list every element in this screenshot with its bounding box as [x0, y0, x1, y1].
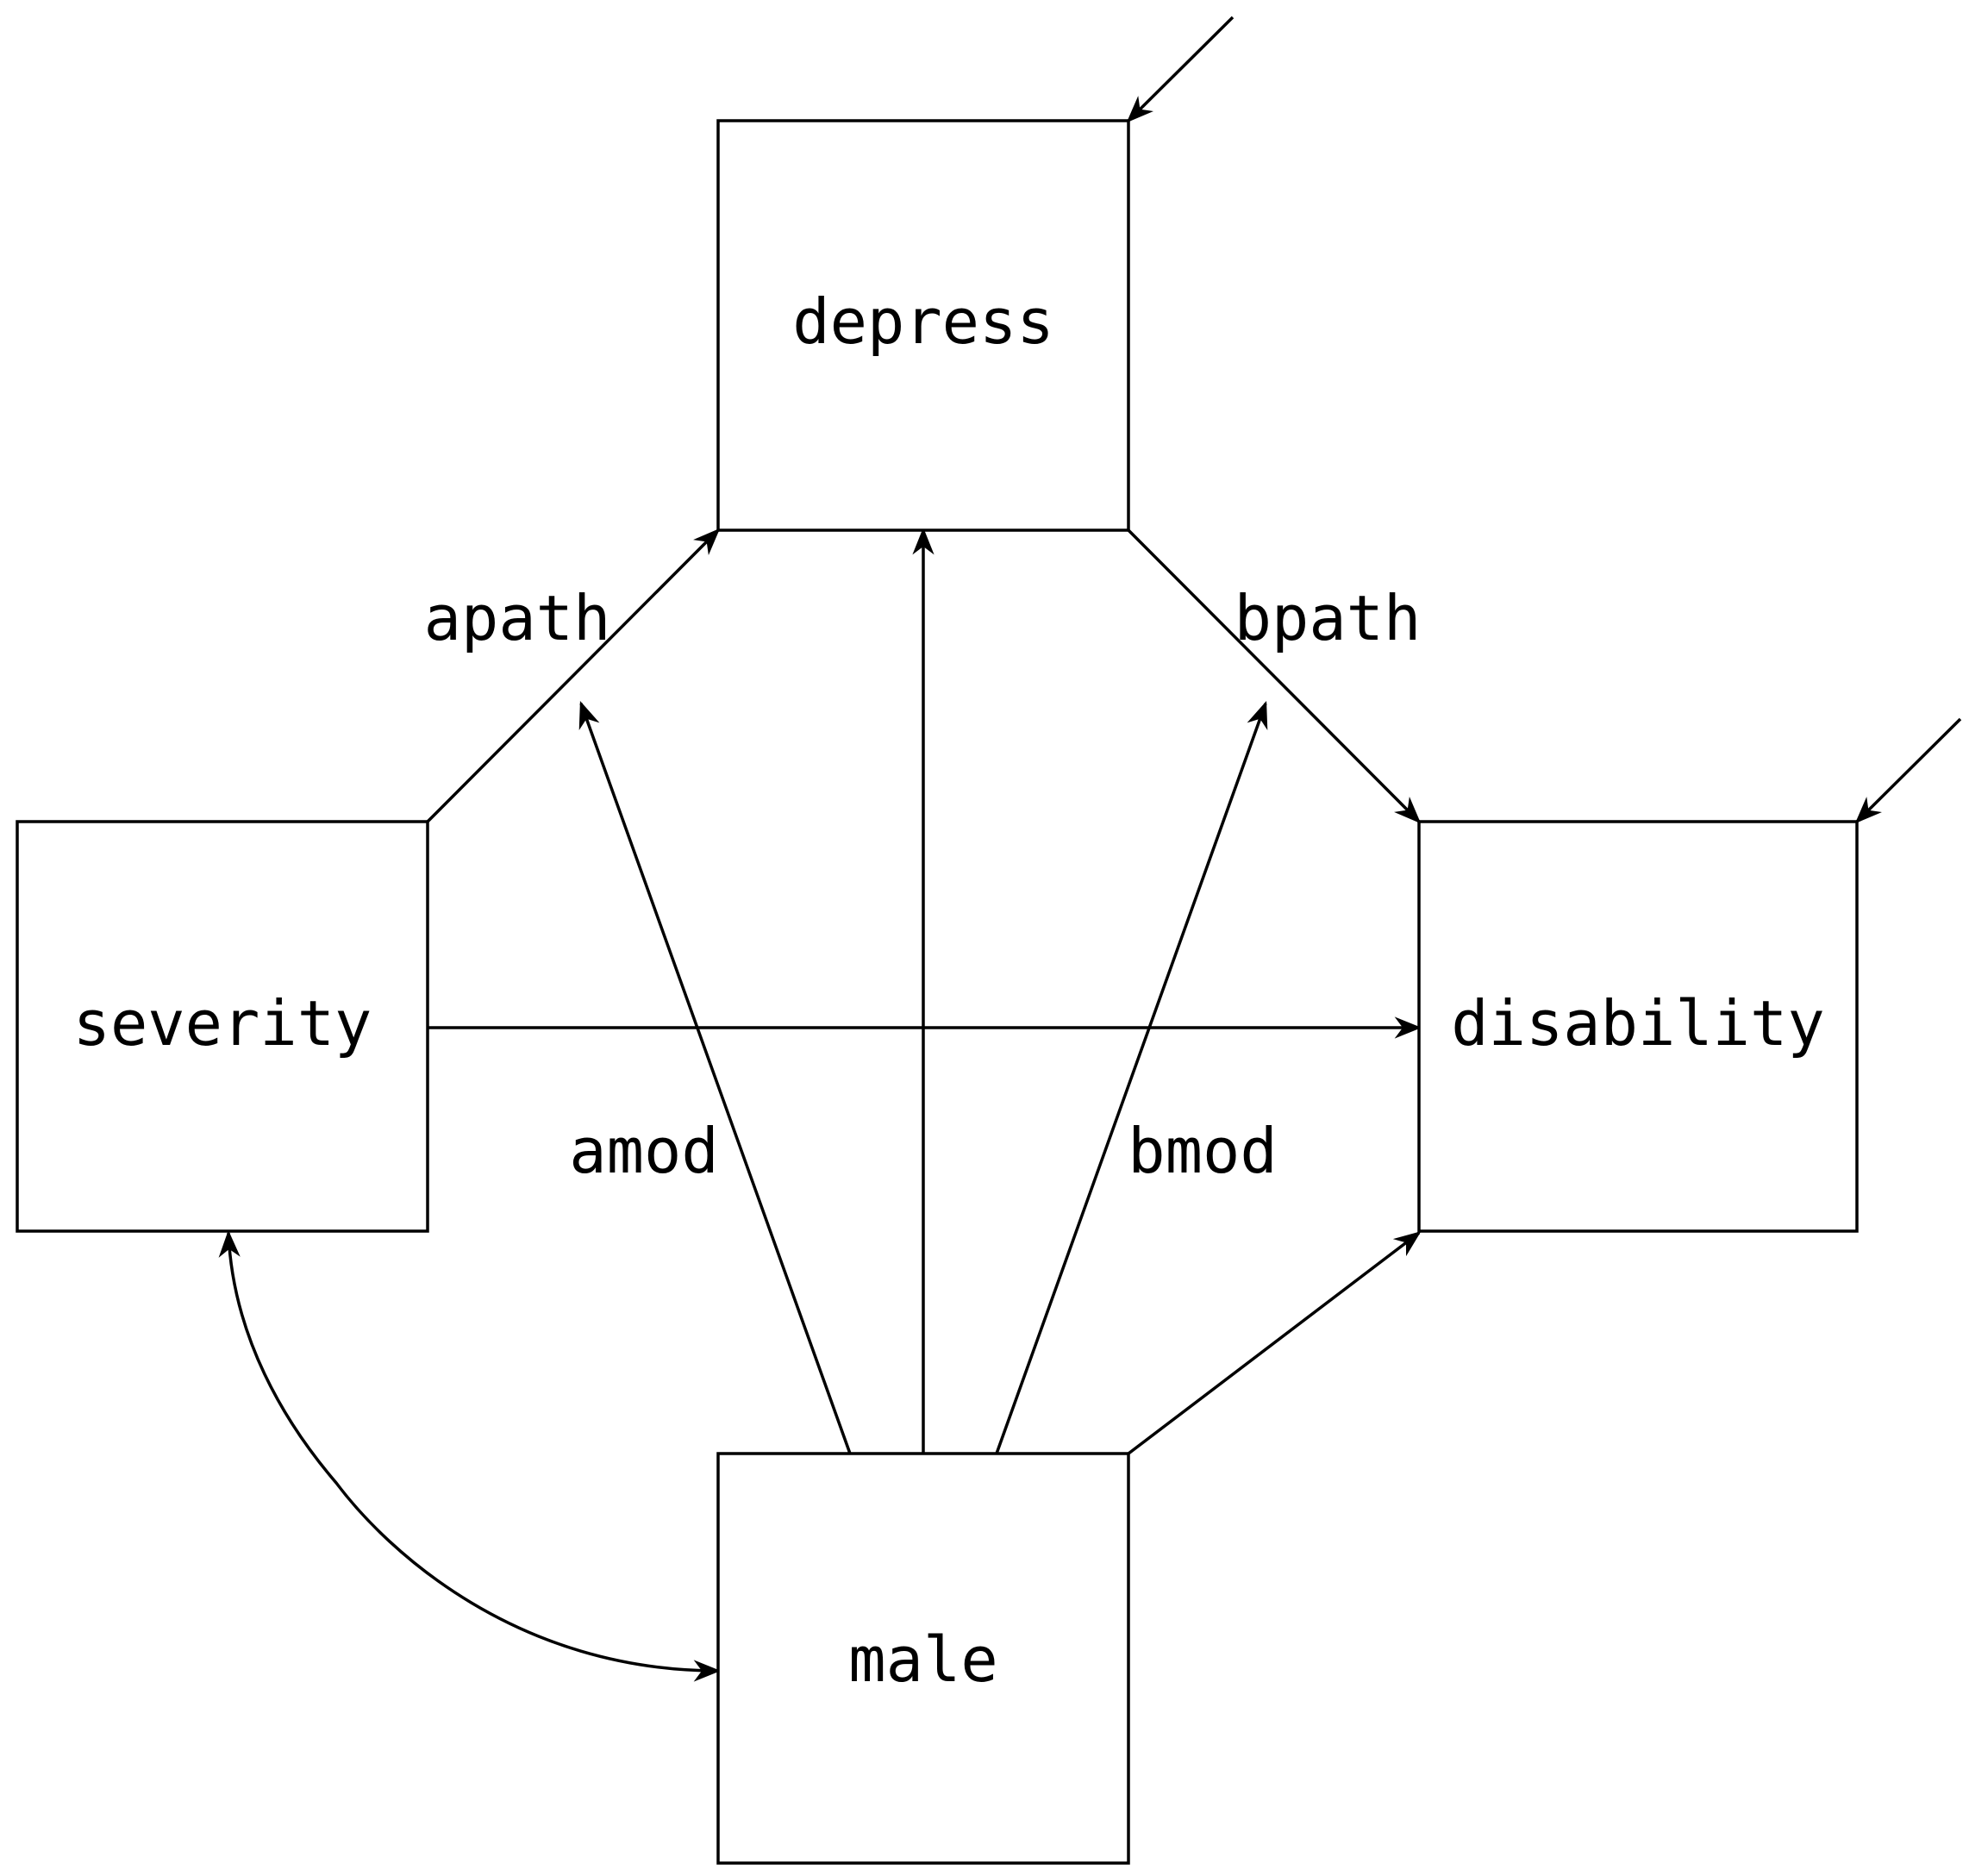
label-amod: amod [569, 1115, 718, 1187]
node-depress-label: depress [792, 285, 1053, 358]
node-depress-box [716, 119, 1130, 532]
edge-male-to-bpath [995, 701, 1268, 1454]
node-male-box [716, 1452, 1130, 1865]
node-male-label: male [848, 1623, 997, 1696]
edge-error-to-disability [1854, 717, 1962, 824]
label-bpath: bpath [1235, 582, 1422, 654]
node-disability-box [1417, 820, 1859, 1233]
node-severity-box [16, 820, 429, 1233]
node-disability: disability [1417, 820, 1859, 1233]
edge-severity-male-covariance [218, 1229, 722, 1682]
edge-male-to-disability [1127, 1231, 1422, 1455]
node-severity: severity [16, 820, 429, 1233]
edge-male-to-apath [578, 701, 852, 1454]
edge-depress-to-disability [1127, 528, 1422, 824]
node-depress: depress [716, 119, 1130, 532]
node-severity-label: severity [73, 987, 372, 1060]
edge-severity-to-depress [426, 528, 721, 823]
label-apath: apath [424, 582, 611, 654]
edge-error-to-depress [1126, 16, 1235, 123]
label-bmod: bmod [1128, 1115, 1277, 1187]
node-disability-label: disability [1451, 987, 1824, 1060]
node-male: male [716, 1452, 1130, 1865]
